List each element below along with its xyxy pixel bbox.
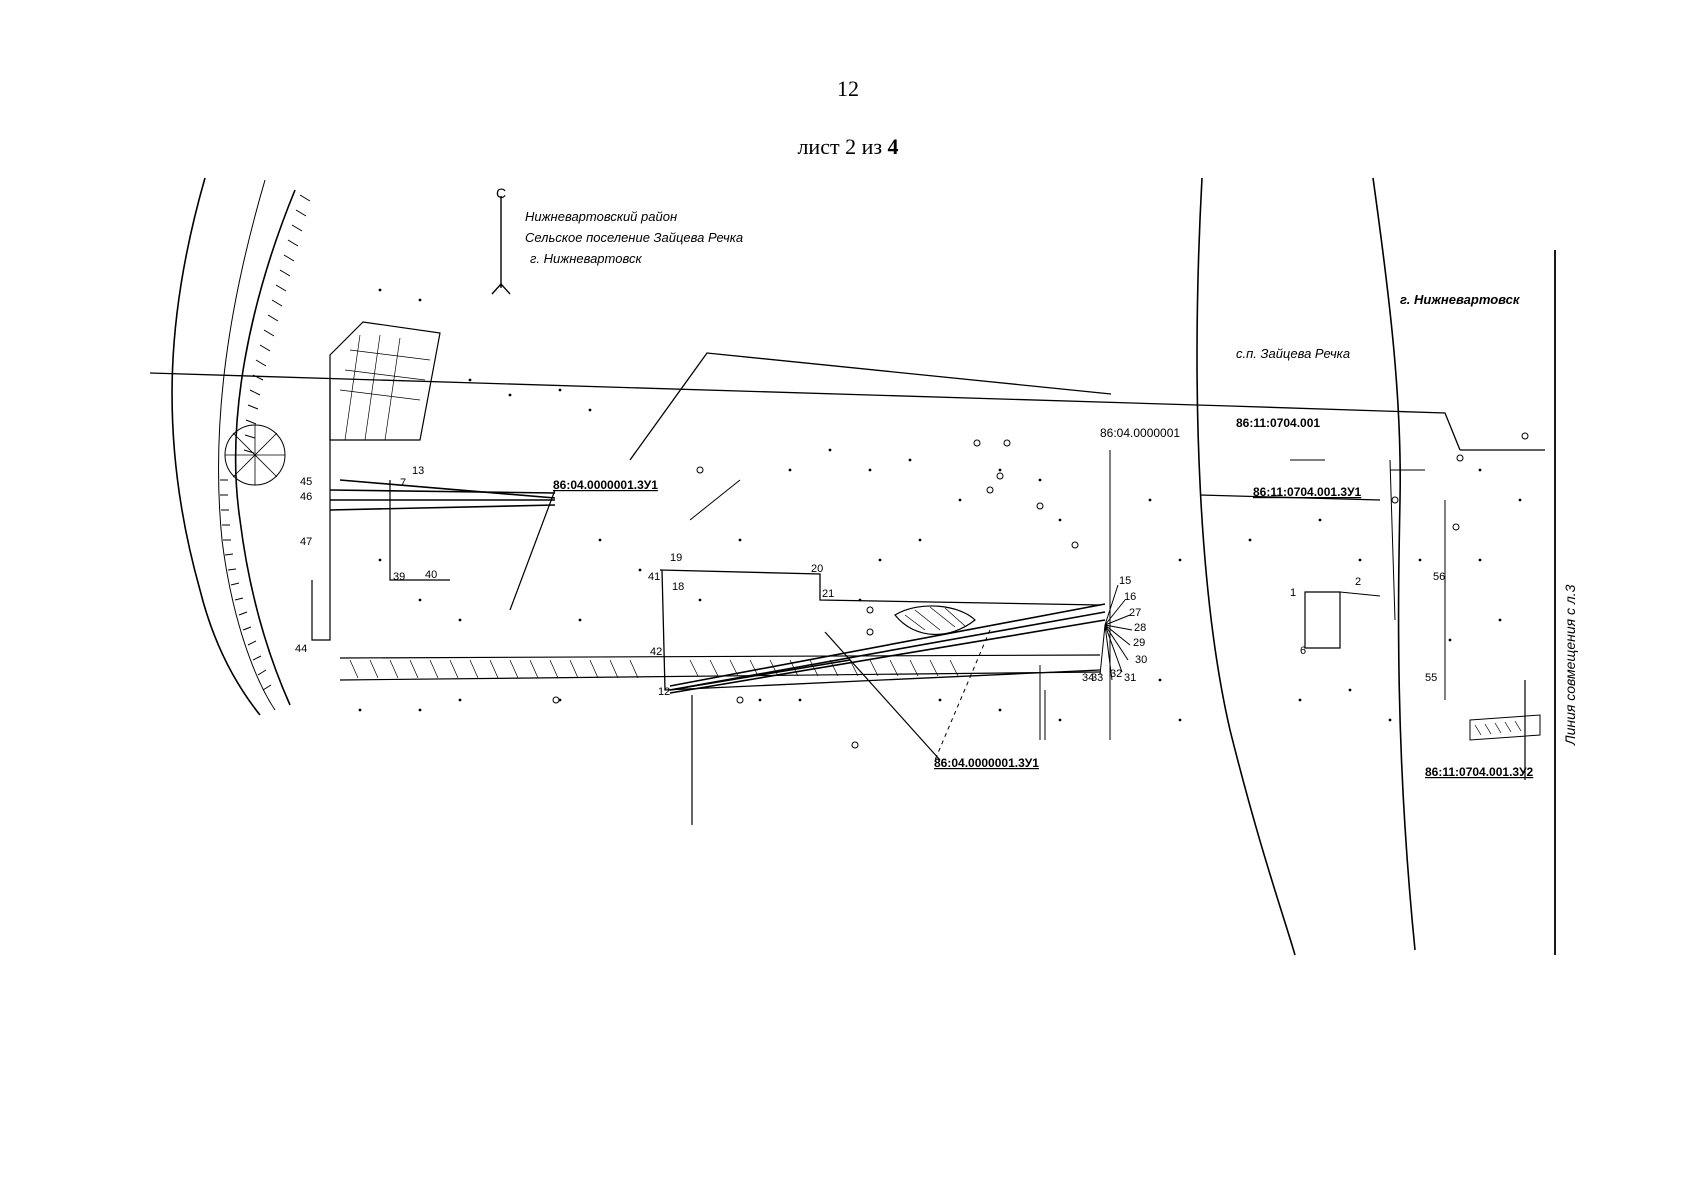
point-label: 56 bbox=[1433, 571, 1445, 583]
legend-line-3: г. Нижневартовск bbox=[530, 251, 642, 266]
survey-dots bbox=[358, 288, 1522, 722]
point-label: 21 bbox=[822, 588, 834, 600]
cadastral-plot-3: 86:04.0000001.3У1 bbox=[934, 756, 1039, 770]
point-label: 46 bbox=[300, 491, 312, 503]
point-label: 20 bbox=[811, 563, 823, 575]
sheet-label-total: 4 bbox=[887, 134, 899, 159]
page-number: 12 bbox=[837, 76, 859, 101]
area-label-city: г. Нижневартовск bbox=[1400, 292, 1521, 307]
point-label: 27 bbox=[1129, 607, 1141, 619]
point-label: 19 bbox=[670, 552, 682, 564]
legend-line-1: Нижневартовский район bbox=[525, 209, 677, 224]
point-label: 44 bbox=[295, 643, 307, 655]
cadastral-plot-1: 86:04.0000001.3У1 bbox=[553, 478, 658, 492]
point-label: 42 bbox=[650, 646, 662, 658]
legend-line-2: Сельское поселение Зайцева Речка bbox=[525, 230, 743, 245]
point-label: 18 bbox=[672, 581, 684, 593]
point-label: 2 bbox=[1355, 576, 1361, 588]
cadastral-quarter-2: 86:11:0704.001 bbox=[1236, 416, 1320, 430]
point-label: 13 bbox=[412, 465, 424, 477]
point-labels: 15 16 27 28 29 30 31 32 33 34 19 18 20 2… bbox=[295, 465, 1445, 698]
area-label-settlement: с.п. Зайцева Речка bbox=[1236, 346, 1350, 361]
map-linework bbox=[149, 177, 1556, 956]
point-label: 15 bbox=[1119, 575, 1131, 587]
cadastral-quarter-1: 86:04.0000001 bbox=[1100, 426, 1180, 440]
north-arrow-letter: С bbox=[496, 185, 506, 201]
point-label: 32 bbox=[1110, 668, 1122, 680]
point-label: 47 bbox=[300, 536, 312, 548]
point-label: 28 bbox=[1134, 622, 1146, 634]
point-label: 31 bbox=[1124, 672, 1136, 684]
point-label: 41 bbox=[648, 571, 660, 583]
point-label: 45 bbox=[300, 476, 312, 488]
point-label: 30 bbox=[1135, 654, 1147, 666]
point-label: 33 bbox=[1091, 672, 1103, 684]
north-arrow-icon bbox=[491, 196, 511, 295]
point-label: 34 bbox=[1082, 672, 1094, 684]
cadastral-plot-2: 86:11:0704.001.3У1 bbox=[1253, 485, 1362, 499]
point-label: 29 bbox=[1133, 637, 1145, 649]
survey-circles bbox=[552, 432, 1529, 749]
match-line-label: Линия совмещения с л.3 bbox=[1562, 584, 1578, 746]
sheet-label: лист 2 из 4 bbox=[0, 134, 1696, 160]
point-label: 40 bbox=[425, 569, 437, 581]
point-label: 16 bbox=[1124, 591, 1136, 603]
point-label: 1 bbox=[1290, 587, 1296, 599]
point-label: 39 bbox=[393, 571, 405, 583]
point-label: 7 bbox=[400, 477, 406, 489]
point-label: 6 bbox=[1300, 645, 1306, 657]
point-label: 55 bbox=[1425, 672, 1437, 684]
cadastral-plot-4: 86:11:0704.001.3У2 bbox=[1425, 765, 1534, 779]
sheet-label-prefix: лист 2 из bbox=[797, 134, 883, 159]
point-label: 12 bbox=[658, 686, 670, 698]
